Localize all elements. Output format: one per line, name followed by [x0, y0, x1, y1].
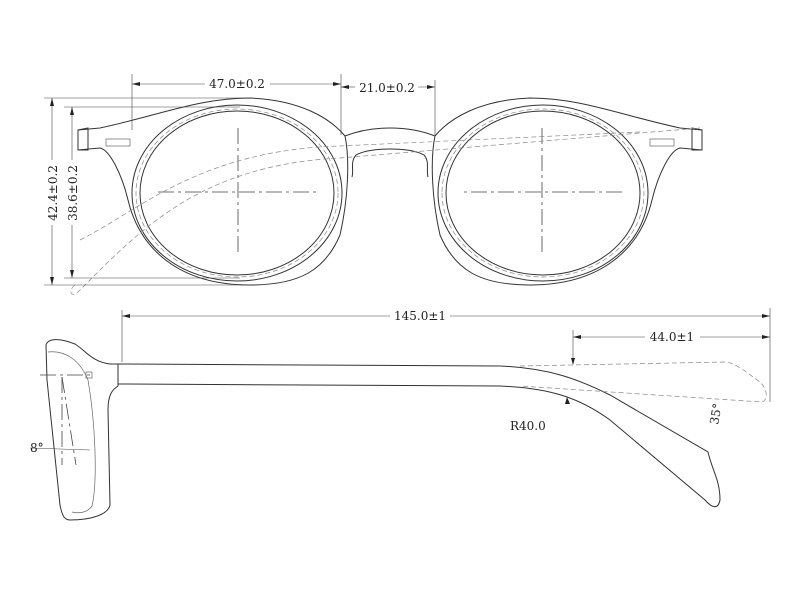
frame-height-label: 42.4±0.2	[46, 165, 60, 221]
side-dimensions	[121, 308, 771, 404]
front-view	[70, 97, 703, 295]
bend-radius-label: R40.0	[510, 419, 546, 433]
temple	[117, 363, 721, 508]
front-dimensions	[44, 74, 436, 286]
bend-length-label: 44.0±1	[650, 330, 694, 344]
front-frame-profile	[45, 339, 119, 521]
pantoscopic-angle-label: 8°	[30, 441, 44, 455]
lens-width-label: 47.0±0.2	[209, 77, 265, 91]
side-view	[29, 339, 767, 521]
lens-height-label: 38.6±0.2	[66, 165, 80, 221]
bridge-width-label: 21.0±0.2	[359, 81, 415, 95]
left-lens-frame	[77, 97, 391, 286]
folded-temple-hidden-line	[70, 127, 701, 295]
temple-unbent-hidden-line	[519, 361, 767, 403]
right-lens-frame	[389, 97, 703, 286]
temple-angle-label: 35°	[707, 402, 724, 425]
temple-length-label: 145.0±1	[394, 309, 446, 323]
